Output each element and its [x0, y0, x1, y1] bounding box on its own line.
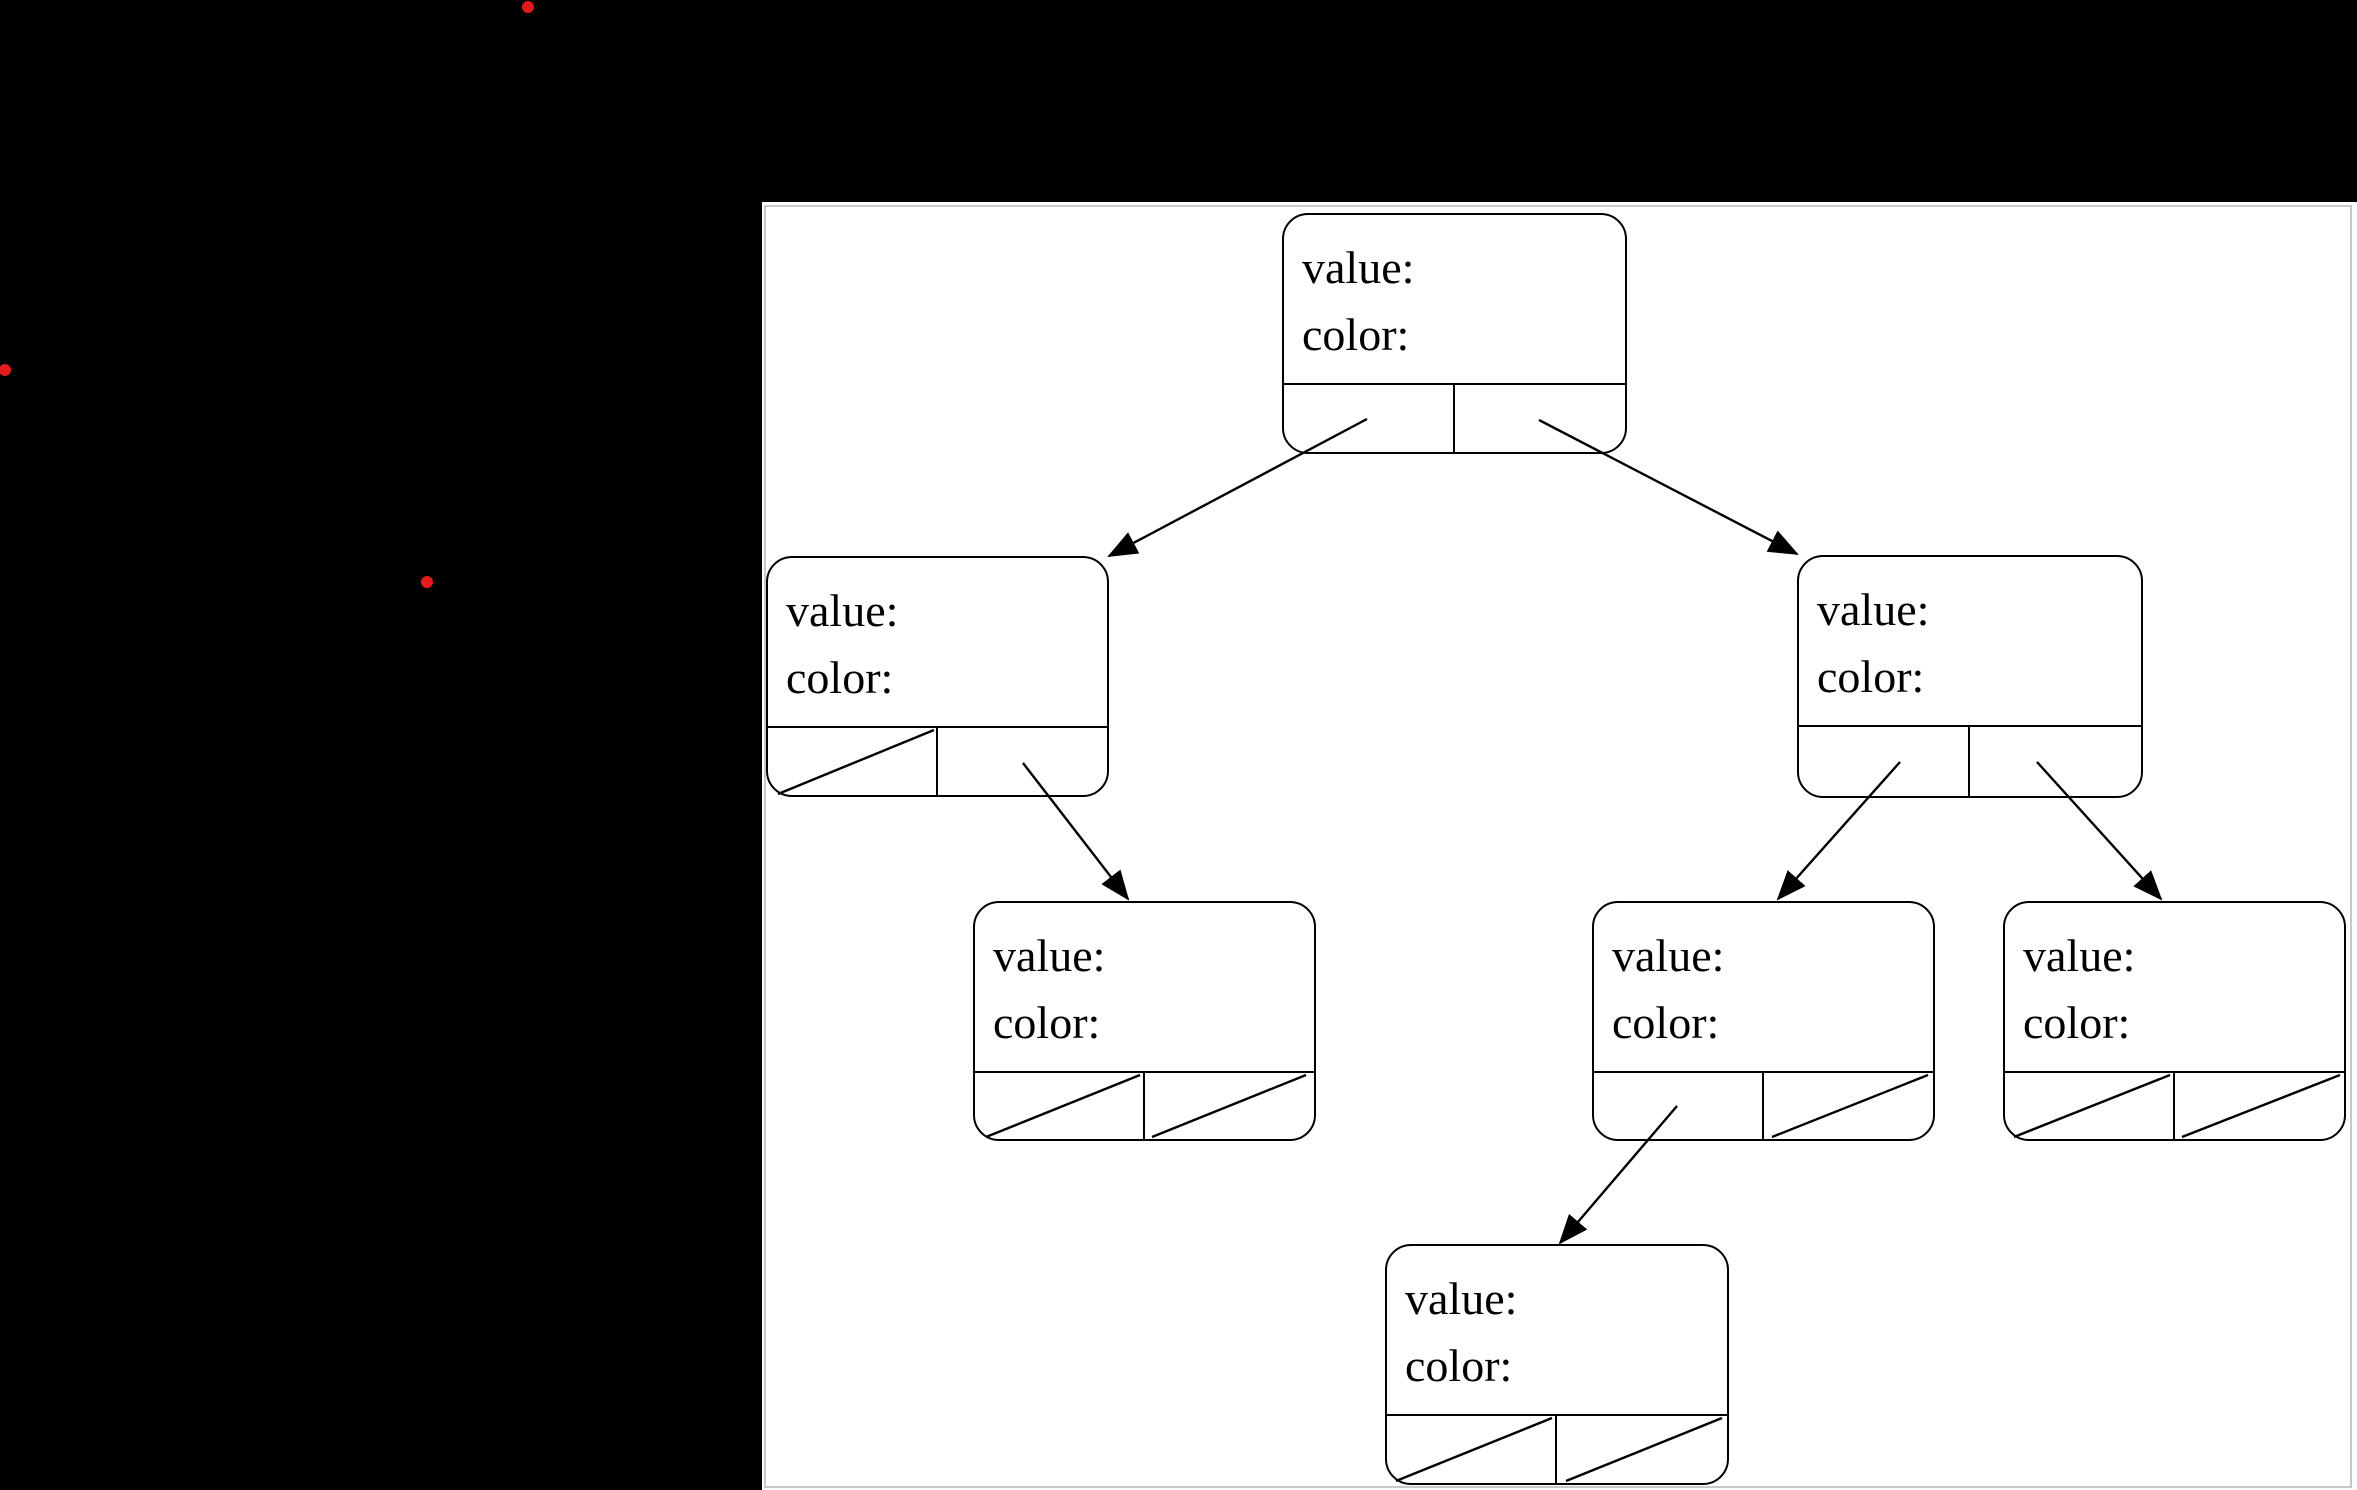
tree-node-left-child: value: color: — [766, 556, 1109, 797]
left-pointer-cell-null — [1387, 1416, 1557, 1483]
right-pointer-cell-null — [1557, 1416, 1727, 1483]
color-label: color: — [1612, 997, 1720, 1048]
red-dot-left — [0, 364, 11, 376]
left-pointer-cell-null — [2005, 1073, 2175, 1139]
color-label: color: — [1405, 1340, 1513, 1391]
value-label: value: — [1405, 1273, 1518, 1324]
tree-node-right-child: value: color: — [1797, 555, 2143, 798]
node-fields: value: color: — [1387, 1246, 1727, 1416]
right-pointer-cell — [1455, 385, 1626, 452]
node-fields: value: color: — [768, 558, 1107, 728]
value-label: value: — [1612, 930, 1725, 981]
left-pointer-cell — [1594, 1073, 1764, 1139]
pointer-cells — [1387, 1416, 1727, 1483]
pointer-cells — [1284, 385, 1625, 452]
right-pointer-cell — [938, 728, 1108, 795]
right-pointer-cell-null — [1145, 1073, 1315, 1139]
pointer-cells — [768, 728, 1107, 795]
tree-node-middle-grandchild: value: color: — [1592, 901, 1935, 1141]
pointer-cells — [2005, 1073, 2344, 1139]
value-label: value: — [786, 585, 899, 636]
color-label: color: — [786, 652, 894, 703]
tree-node-root: value: color: — [1282, 213, 1627, 454]
value-label: value: — [1817, 584, 1930, 635]
left-pointer-cell-null — [975, 1073, 1145, 1139]
node-fields: value: color: — [1284, 215, 1625, 385]
red-dot-top — [522, 1, 534, 13]
tree-node-left-grandchild: value: color: — [973, 901, 1316, 1141]
red-dot-middle — [421, 576, 433, 588]
value-label: value: — [993, 930, 1106, 981]
right-pointer-cell-null — [1764, 1073, 1934, 1139]
value-label: value: — [1302, 242, 1415, 293]
color-label: color: — [1302, 309, 1410, 360]
right-pointer-cell-null — [2175, 1073, 2345, 1139]
node-fields: value: color: — [1799, 557, 2141, 727]
left-pointer-cell-null — [768, 728, 938, 795]
node-fields: value: color: — [2005, 903, 2344, 1073]
color-label: color: — [2023, 997, 2131, 1048]
right-pointer-cell — [1970, 727, 2141, 796]
tree-node-right-grandchild: value: color: — [2003, 901, 2346, 1141]
pointer-cells — [975, 1073, 1314, 1139]
node-fields: value: color: — [975, 903, 1314, 1073]
color-label: color: — [1817, 651, 1925, 702]
value-label: value: — [2023, 930, 2136, 981]
left-pointer-cell — [1284, 385, 1455, 452]
color-label: color: — [993, 997, 1101, 1048]
node-fields: value: color: — [1594, 903, 1933, 1073]
pointer-cells — [1594, 1073, 1933, 1139]
pointer-cells — [1799, 727, 2141, 796]
left-pointer-cell — [1799, 727, 1970, 796]
tree-node-great-grandchild: value: color: — [1385, 1244, 1729, 1485]
